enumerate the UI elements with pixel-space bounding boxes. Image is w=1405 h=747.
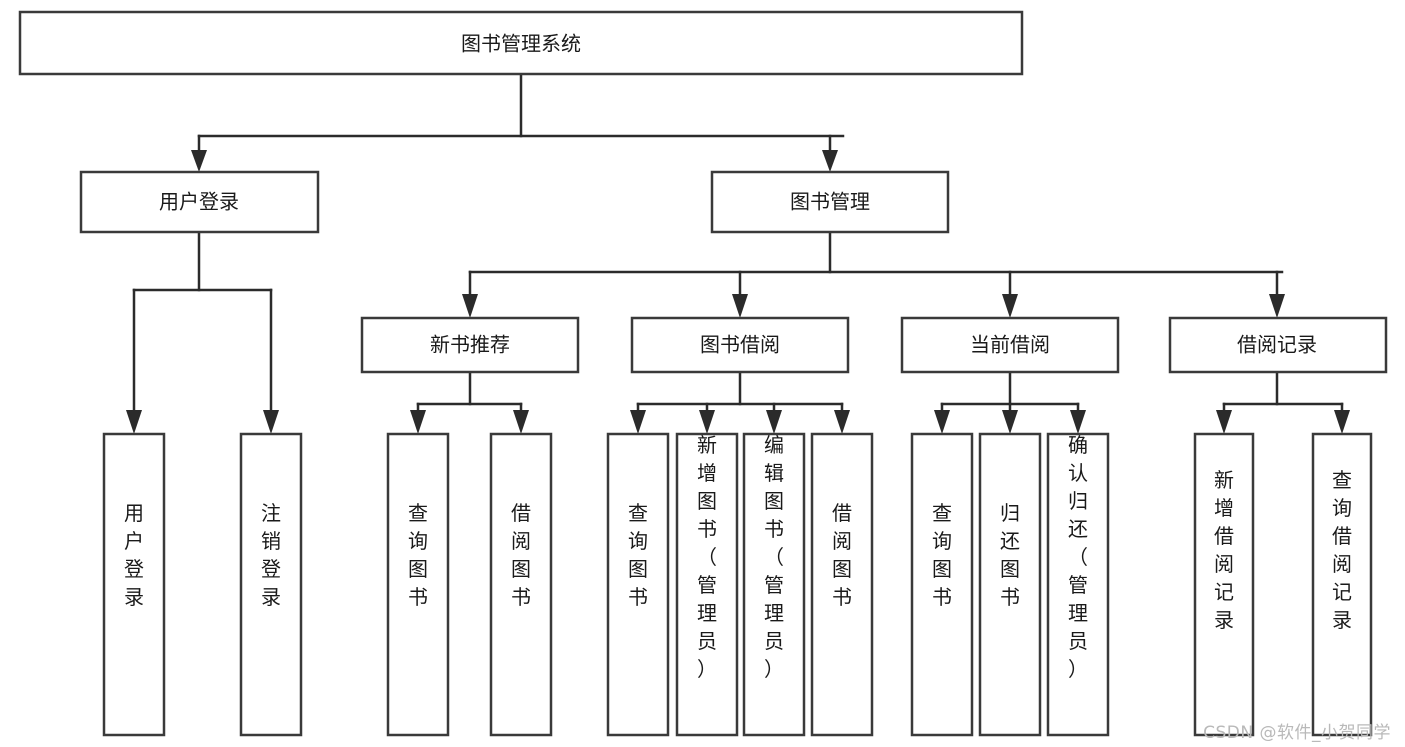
leaf-add-book[interactable]: 新增图书（管理员）	[675, 432, 739, 737]
node-system-root-box[interactable]	[18, 10, 1024, 76]
leaf-user-logout[interactable]: 注销登录	[239, 432, 303, 737]
arrowhead-leaf-edit-book	[766, 410, 782, 434]
arrowhead-leaf-query-record	[1334, 410, 1350, 434]
node-borrow-record[interactable]: 借阅记录	[1168, 316, 1388, 374]
node-new-book-recommend[interactable]: 新书推荐	[360, 316, 580, 374]
leaf-query-book-2-box[interactable]	[606, 432, 670, 737]
node-current-borrow-box[interactable]	[900, 316, 1120, 374]
leaf-user-login-box[interactable]	[102, 432, 166, 737]
leaf-add-book-box[interactable]	[675, 432, 739, 737]
node-user-login-label: 用户登录	[159, 190, 239, 214]
leaf-edit-book[interactable]: 编辑图书（管理员）	[742, 432, 806, 737]
arrowhead-leaf-borrow-book-2	[834, 410, 850, 434]
leaf-query-book-1-label: 查询图书	[408, 501, 428, 609]
leaf-borrow-book-2[interactable]: 借阅图书	[810, 432, 874, 737]
node-new-book-recommend-label: 新书推荐	[430, 333, 510, 357]
leaf-query-book-1[interactable]: 查询图书	[386, 432, 450, 737]
node-borrow-record-box[interactable]	[1168, 316, 1388, 374]
leaf-borrow-book-1[interactable]: 借阅图书	[489, 432, 553, 737]
node-book-management-box[interactable]	[710, 170, 950, 234]
arrowhead-leaf-query-book-2	[630, 410, 646, 434]
leaf-return-book-box[interactable]	[978, 432, 1042, 737]
arrowhead-book-management	[822, 150, 838, 172]
node-current-borrow[interactable]: 当前借阅	[900, 316, 1120, 374]
leaf-query-book-3[interactable]: 查询图书	[910, 432, 974, 737]
leaf-add-record-label: 新增借阅记录	[1214, 468, 1234, 632]
connector-layer	[126, 72, 1350, 434]
leaf-query-book-2-label: 查询图书	[628, 501, 648, 609]
node-user-login-box[interactable]	[79, 170, 320, 234]
arrowhead-leaf-borrow-book-1	[513, 410, 529, 434]
node-book-management-label: 图书管理	[790, 190, 870, 214]
leaf-return-book-label: 归还图书	[1000, 501, 1020, 609]
leaf-query-book-3-label: 查询图书	[932, 501, 952, 609]
node-borrow-record-label: 借阅记录	[1237, 333, 1317, 357]
leaf-edit-book-label: 编辑图书（管理员）	[764, 433, 784, 681]
node-book-borrow-label: 图书借阅	[700, 333, 780, 357]
leaf-borrow-book-2-label: 借阅图书	[832, 501, 852, 609]
leaf-query-book-3-box[interactable]	[910, 432, 974, 737]
arrowhead-book-borrow	[732, 294, 748, 318]
node-system-root-label: 图书管理系统	[461, 32, 581, 56]
node-current-borrow-label: 当前借阅	[970, 333, 1050, 357]
arrowhead-leaf-user-login	[126, 410, 142, 434]
leaf-borrow-book-1-label: 借阅图书	[511, 501, 531, 609]
arrowhead-leaf-add-record	[1216, 410, 1232, 434]
node-book-management[interactable]: 图书管理	[710, 170, 950, 234]
arrowhead-current-borrow	[1002, 294, 1018, 318]
arrowhead-leaf-query-book-1	[410, 410, 426, 434]
arrowhead-new-book-recommend	[462, 294, 478, 318]
leaf-borrow-book-1-box[interactable]	[489, 432, 553, 737]
arrowhead-user-login	[191, 150, 207, 172]
leaf-user-logout-box[interactable]	[239, 432, 303, 737]
leaf-query-book-2[interactable]: 查询图书	[606, 432, 670, 737]
leaf-edit-book-box[interactable]	[742, 432, 806, 737]
leaf-borrow-book-2-box[interactable]	[810, 432, 874, 737]
node-system-root[interactable]: 图书管理系统	[18, 10, 1024, 76]
arrowhead-leaf-return-book	[1002, 410, 1018, 434]
node-new-book-recommend-box[interactable]	[360, 316, 580, 374]
arrowhead-borrow-record	[1269, 294, 1285, 318]
leaf-user-login[interactable]: 用户登录	[102, 432, 166, 737]
leaf-add-record[interactable]: 新增借阅记录	[1193, 432, 1255, 737]
leaf-query-record-label: 查询借阅记录	[1332, 468, 1352, 632]
leaf-user-login-label: 用户登录	[124, 501, 144, 609]
node-book-borrow[interactable]: 图书借阅	[630, 316, 850, 374]
leaf-query-book-1-box[interactable]	[386, 432, 450, 737]
leaf-confirm-return-box[interactable]	[1046, 432, 1110, 737]
leaf-confirm-return-label: 确认归还（管理员）	[1068, 433, 1088, 681]
leaf-return-book[interactable]: 归还图书	[978, 432, 1042, 737]
leaf-add-book-label: 新增图书（管理员）	[697, 433, 717, 681]
arrowhead-leaf-confirm-return	[1070, 410, 1086, 434]
leaf-query-record-box[interactable]	[1311, 432, 1373, 737]
leaf-query-record[interactable]: 查询借阅记录	[1311, 432, 1373, 737]
arrowhead-leaf-user-logout	[263, 410, 279, 434]
leaf-user-logout-label: 注销登录	[261, 501, 281, 609]
arrowhead-leaf-query-book-3	[934, 410, 950, 434]
node-user-login[interactable]: 用户登录	[79, 170, 320, 234]
arrowhead-leaf-add-book	[699, 410, 715, 434]
node-book-borrow-box[interactable]	[630, 316, 850, 374]
leaf-confirm-return[interactable]: 确认归还（管理员）	[1046, 432, 1110, 737]
leaf-add-record-box[interactable]	[1193, 432, 1255, 737]
